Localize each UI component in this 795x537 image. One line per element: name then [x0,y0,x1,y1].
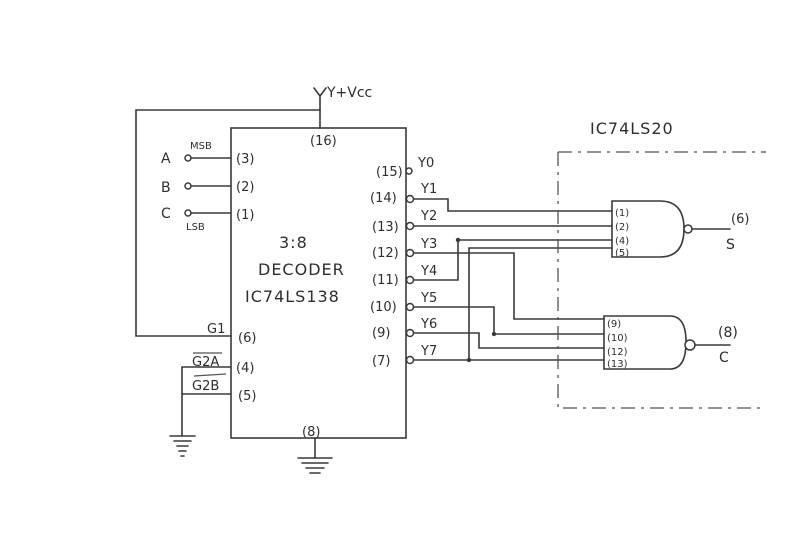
output-y5-bubble-icon [405,302,415,312]
output-y1-bubble-icon [405,194,415,204]
input-a-label: A [161,151,171,167]
output-y6-pin: (9) [372,326,390,341]
enable-g1-pin: (6) [238,331,256,346]
input-a-pin: (3) [236,152,254,167]
output-y3: (12) Y3 [372,237,437,261]
gate2-output-pin: (8) [718,325,738,341]
nand-ic-title: IC74LS20 [590,119,674,138]
output-y6-bubble-icon [405,328,415,338]
ground-icon [169,435,196,457]
msb-label: MSB [190,141,212,152]
output-y7-label: Y7 [420,344,437,359]
output-y3-bubble-icon [405,248,415,258]
output-y2-bubble-icon [405,221,415,231]
vcc-terminal-icon [313,87,327,111]
output-y4-bubble-icon [405,275,415,285]
output-y0-bubble-icon [405,167,413,175]
input-c-terminal-icon [184,209,192,217]
enable-g2b-pin: (5) [238,389,256,404]
enable-g2a-pin: (4) [236,361,254,376]
junction-dot [491,331,497,337]
input-c: C (1) LSB [161,206,254,233]
lsb-label: LSB [186,222,205,233]
sum-output-label: S [726,237,735,253]
wire-y1-to-gate1-in1 [413,198,613,212]
g1-tie-wire [135,109,232,337]
nand-gate-1: (1) (2) (4) (5) (6) S [611,200,749,259]
output-y1-pin: (14) [370,191,397,206]
output-y6-label: Y6 [420,317,437,332]
decoder-pin-vcc: (16) [310,134,337,149]
wire-y7-to-gate1-in5 [413,247,613,361]
input-a-terminal-icon [184,154,192,162]
wire-y5-to-gate2-in10 [413,306,605,335]
output-y3-pin: (12) [372,246,399,261]
input-b-pin: (2) [236,180,254,195]
gate2-in-pin10: (10) [607,333,628,344]
vcc-supply: Y+Vcc [313,85,372,111]
output-y5: (10) Y5 [370,291,437,315]
output-y2-label: Y2 [420,209,437,224]
carry-output-label: C [719,350,729,366]
wire-y4-to-gate1-in4 [413,239,613,281]
input-c-pin: (1) [236,208,254,223]
decoder-outputs: (15) Y0 (14) Y1 (13) Y2 (12) Y3 (11) Y4 … [370,156,437,369]
decoder-pin-gnd: (8) [302,425,320,440]
decoder-ic-body [230,127,407,439]
vcc-label: Y+Vcc [326,85,372,101]
nand-gate-1-bubble-icon [683,224,693,234]
input-b-label: B [161,180,171,196]
output-y4-pin: (11) [372,273,399,288]
enable-g1-label: G1 [207,322,225,337]
wire-y6-to-gate2-in12 [413,332,605,349]
gate1-in-pin4: (4) [615,236,629,247]
gate2-in-pin13: (13) [607,359,628,370]
decoder-title-type: DECODER [258,260,345,279]
wire-y3-to-gate2-in9 [413,252,605,320]
gate1-in-pin5: (5) [615,248,629,259]
output-y0-pin: (15) [376,165,403,180]
ground-icon [297,457,333,474]
nand-gate-2: (9) (10) (12) (13) (8) C [603,315,738,370]
gate1-in-pin2: (2) [615,222,629,233]
output-y1: (14) Y1 [370,182,437,206]
decoder-title-part: IC74LS138 [245,287,340,306]
gate1-output-pin: (6) [731,212,749,227]
enable-g2b-label: G2B [192,379,219,394]
output-y1-label: Y1 [420,182,437,197]
input-c-label: C [161,206,171,222]
output-y6: (9) Y6 [372,317,437,341]
output-y0: (15) Y0 [376,156,434,180]
output-y0-label: Y0 [417,156,434,171]
output-y7-bubble-icon [405,355,415,365]
output-y5-pin: (10) [370,300,397,315]
input-a: A MSB (3) [161,141,254,167]
input-b: B (2) [161,180,254,196]
output-y4-label: Y4 [420,264,437,279]
output-y2-pin: (13) [372,220,399,235]
gate1-in-pin1: (1) [615,208,629,219]
output-y2: (13) Y2 [372,209,437,235]
output-y5-label: Y5 [420,291,437,306]
output-y7-pin: (7) [372,354,390,369]
output-y4: (11) Y4 [372,264,437,288]
nand-gate-2-bubble-icon [684,339,696,351]
g2b-overbar [193,373,227,377]
interconnect-wires [413,198,613,363]
output-y7: (7) Y7 [372,344,437,369]
junction-dot [455,237,461,243]
gate2-in-pin9: (9) [607,319,621,330]
decoder-title-ratio: 3:8 [279,233,308,252]
output-y3-label: Y3 [420,237,437,252]
gate2-in-pin12: (12) [607,347,628,358]
input-b-terminal-icon [184,182,192,190]
